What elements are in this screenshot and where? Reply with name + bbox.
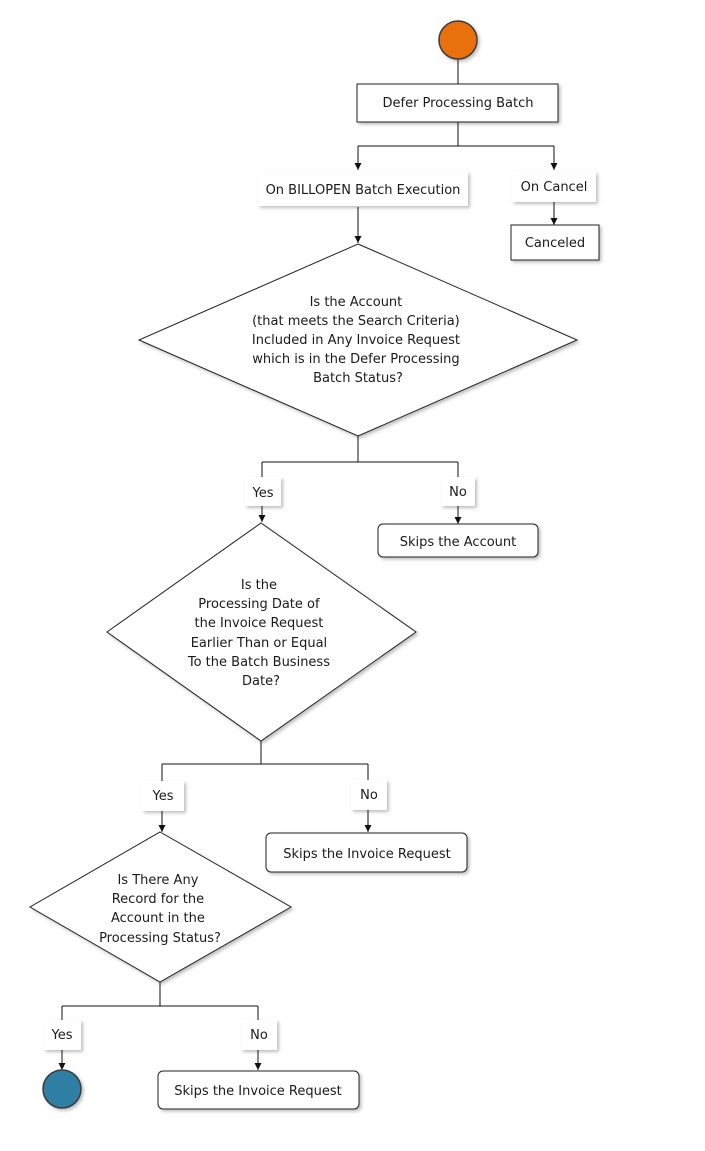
- decision-account-text: Is the Account (that meets the Search Cr…: [252, 295, 464, 386]
- skips-invoice-1-box: [265, 832, 468, 873]
- start-node: [438, 20, 478, 60]
- yes-2-text: Yes: [152, 789, 174, 804]
- skips-account-text: Skips the Account: [400, 535, 517, 550]
- defer-processing-batch-text: Defer Processing Batch: [383, 96, 534, 111]
- decision-record-text: Is There Any Record for the Account in t…: [99, 873, 221, 946]
- skips-invoice-1-text: Skips the Invoice Request: [283, 847, 450, 862]
- no-2-text: No: [360, 788, 378, 803]
- decision-account-line: Batch Status?: [313, 371, 403, 386]
- canceled-text: Canceled: [525, 236, 585, 251]
- billopen-execution-text: On BILLOPEN Batch Execution: [266, 183, 461, 198]
- connectors: [58, 58, 558, 1070]
- yes-1-label-bg: [245, 477, 281, 506]
- decision-date-text: Is the Processing Date of the Invoice Re…: [187, 578, 334, 689]
- decision-record-line: Record for the: [112, 892, 204, 907]
- decision-date-line: Date?: [242, 674, 280, 689]
- billopen-execution-label-bg: [258, 172, 468, 206]
- skips-account-box: [377, 523, 539, 558]
- no-3-text: No: [250, 1028, 268, 1043]
- skips-invoice-2-text: Skips the Invoice Request: [174, 1084, 341, 1099]
- end-node: [42, 1069, 82, 1109]
- defer-processing-batch-box: [356, 83, 559, 123]
- no-2-label-bg: [351, 780, 387, 810]
- decision-date-line: Earlier Than or Equal: [191, 636, 327, 651]
- skips-invoice-2-box: [157, 1070, 360, 1110]
- decision-date-line: To the Batch Business: [187, 655, 330, 670]
- yes-1-text: Yes: [252, 486, 274, 501]
- decision-date-line: Is the: [241, 578, 277, 593]
- decision-record-line: Account in the: [111, 911, 205, 926]
- yes-3-text: Yes: [51, 1028, 73, 1043]
- decision-account-line: which is in the Defer Processing: [252, 352, 459, 367]
- decision-account-line: (that meets the Search Criteria): [252, 314, 460, 329]
- decision-record-diamond: [28, 831, 293, 983]
- on-cancel-label-bg: [512, 172, 596, 202]
- decision-record-line: Processing Status?: [99, 931, 221, 946]
- decision-record-line: Is There Any: [117, 873, 198, 888]
- yes-3-label-bg: [44, 1020, 81, 1050]
- decision-date-diamond: [106, 522, 417, 742]
- no-1-text: No: [449, 485, 467, 500]
- decision-date-line: the Invoice Request: [194, 616, 323, 631]
- canceled-box: [510, 224, 600, 261]
- decision-account-diamond: [137, 243, 579, 437]
- no-1-label-bg: [441, 477, 475, 506]
- decision-account-line: Is the Account: [310, 295, 403, 310]
- decision-account-line: Included in Any Invoice Request: [252, 333, 460, 348]
- decision-date-line: Processing Date of: [198, 597, 320, 612]
- yes-2-label-bg: [142, 781, 184, 811]
- no-3-label-bg: [241, 1020, 277, 1050]
- on-cancel-text: On Cancel: [521, 180, 588, 195]
